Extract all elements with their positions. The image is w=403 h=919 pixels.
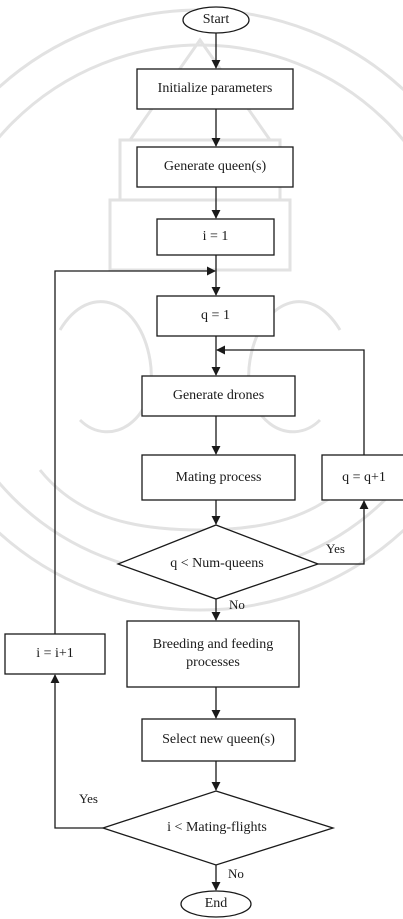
edge-qcheck-yes-qinc — [318, 500, 369, 565]
gen-queens-box — [136, 146, 294, 188]
i-check-label: i < Mating-flights — [167, 820, 267, 835]
q-inc-box — [321, 454, 403, 501]
i-inc-label: i = i+1 — [36, 646, 74, 661]
i-yes-label: Yes — [79, 791, 98, 806]
i-no-label: No — [228, 866, 244, 881]
i-init-box — [156, 218, 275, 256]
select-label: Select new queen(s) — [162, 732, 275, 747]
i-init-label: i = 1 — [202, 229, 229, 244]
edge-iinc-loop — [54, 266, 216, 634]
i-inc-box — [4, 633, 106, 675]
q-yes-label: Yes — [326, 541, 345, 556]
mating-label: Mating process — [175, 469, 262, 485]
q-check-label: q < Num-queens — [170, 556, 264, 571]
q-inc-label: q = q+1 — [342, 469, 386, 485]
end-terminal — [180, 890, 252, 918]
gen-drones-box — [141, 375, 296, 417]
edge-qinc-loop — [216, 345, 365, 455]
start-label: Start — [202, 12, 230, 27]
select-box — [141, 718, 296, 762]
q-no-label: No — [229, 597, 245, 612]
gen-queens-label: Generate queen(s) — [163, 159, 267, 174]
breeding-label: Breeding and feeding processes — [152, 637, 274, 670]
breeding-box — [126, 620, 300, 688]
edge-icheck-yes-iinc — [50, 674, 103, 829]
q-init-label: q = 1 — [201, 308, 230, 323]
gen-drones-label: Generate drones — [172, 388, 265, 403]
init-label: Initialize parameters — [157, 81, 273, 96]
q-init-box — [156, 295, 275, 337]
init-box — [136, 68, 294, 110]
mating-box — [141, 454, 296, 501]
end-label: End — [204, 896, 228, 911]
